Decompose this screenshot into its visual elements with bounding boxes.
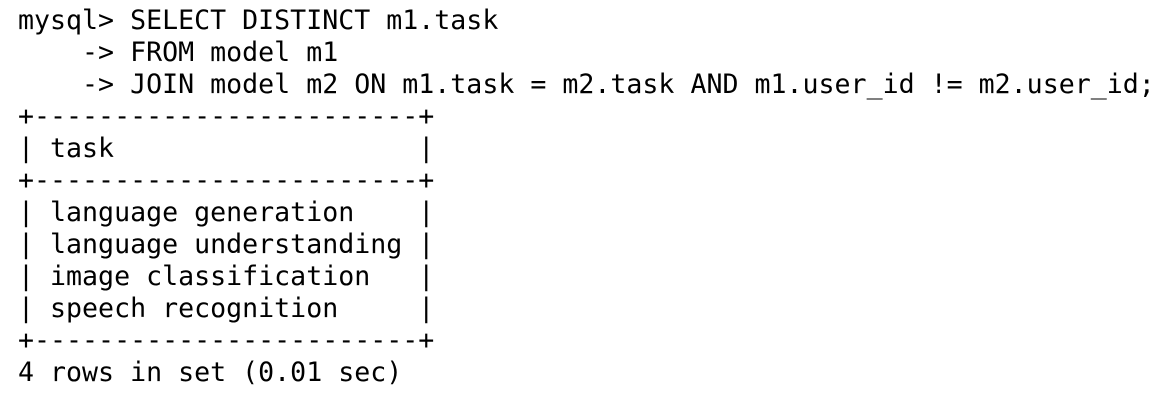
table-border-header: +------------------------+: [18, 165, 435, 196]
table-row: | image classification |: [18, 261, 435, 292]
table-header-row: | task |: [18, 133, 435, 164]
query-line-2: -> FROM model m1: [18, 37, 339, 68]
query-line-1: mysql> SELECT DISTINCT m1.task: [18, 5, 499, 36]
table-row: | language understanding |: [18, 229, 435, 260]
table-row: | language generation |: [18, 197, 435, 228]
table-row: | speech recognition |: [18, 293, 435, 324]
table-border-bottom: +------------------------+: [18, 325, 435, 356]
result-summary: 4 rows in set (0.01 sec): [18, 357, 403, 388]
terminal-output: mysql> SELECT DISTINCT m1.task -> FROM m…: [18, 5, 1168, 389]
table-border-top: +------------------------+: [18, 101, 435, 132]
query-line-3: -> JOIN model m2 ON m1.task = m2.task AN…: [18, 69, 1155, 100]
